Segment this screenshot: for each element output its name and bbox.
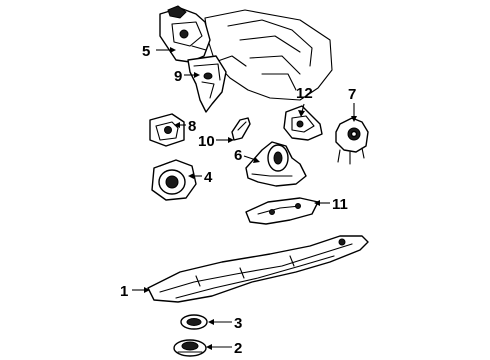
arrowhead-2 [206, 344, 212, 350]
arrowhead-7 [351, 116, 357, 122]
part-12-mount-bracket [283, 105, 323, 141]
part-11-bracket-plate [245, 197, 319, 225]
part-9-bracket [187, 55, 227, 113]
arrowhead-4 [188, 173, 194, 179]
part-1-crossmember [147, 235, 369, 303]
arrowhead-6 [253, 157, 260, 163]
callout-8: 8 [188, 118, 196, 135]
arrowhead-10 [228, 137, 234, 143]
callout-2: 2 [234, 340, 242, 357]
arrowhead-3 [208, 319, 214, 325]
arrowhead-8 [174, 122, 180, 128]
part-6-mount-assembly [245, 141, 307, 187]
callout-11: 11 [332, 196, 348, 213]
leader-lines [132, 47, 357, 350]
callout-10: 10 [198, 133, 215, 150]
callout-6: 6 [234, 147, 242, 164]
arrowhead-1 [144, 287, 150, 293]
callout-5: 5 [142, 43, 150, 60]
part-2-insulator [173, 339, 207, 357]
callout-3: 3 [234, 315, 242, 332]
arrowhead-11 [314, 200, 320, 206]
callout-1: 1 [120, 283, 128, 300]
callout-7: 7 [348, 86, 356, 103]
part-7-mount-insulator [335, 117, 369, 165]
leader-6 [243, 155, 257, 161]
callout-4: 4 [204, 169, 213, 186]
arrowhead-9 [194, 72, 200, 78]
part-10-strap [231, 117, 251, 141]
arrowhead-5 [170, 47, 176, 53]
engine-block-outline [204, 9, 333, 101]
part-4-round-mount [151, 159, 197, 201]
part-5-upper-mount [159, 5, 211, 63]
callout-12: 12 [296, 85, 313, 102]
callout-labels: 5 9 12 7 8 10 6 4 11 1 3 2 [120, 43, 356, 357]
arrowhead-12 [298, 110, 305, 117]
callout-9: 9 [174, 68, 182, 85]
part-8-mount [149, 113, 185, 147]
part-3-washer [180, 314, 208, 330]
